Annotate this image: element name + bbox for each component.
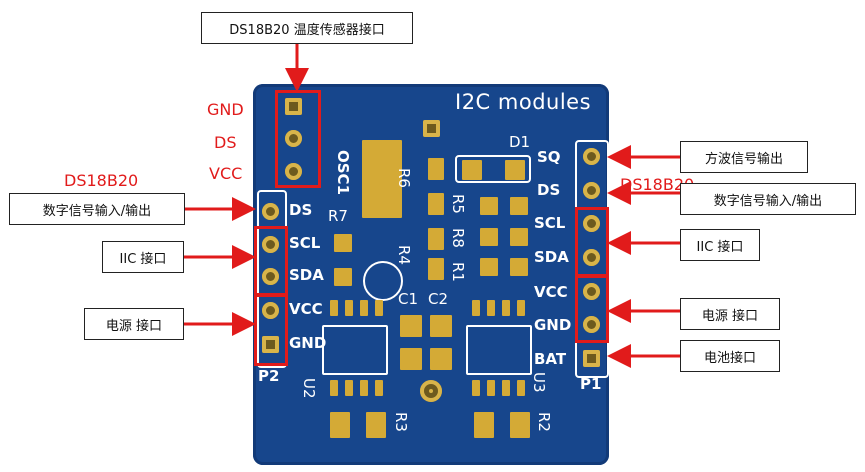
r8-pad-b: [428, 258, 444, 280]
r8b-pad-b: [510, 228, 528, 246]
p1-label-sda: SDA: [534, 248, 569, 266]
u2-chip-outline: [322, 325, 388, 375]
p1-pin-ds: [583, 182, 600, 199]
callout-iic-right: IIC 接口: [680, 229, 760, 261]
p2-name: P2: [258, 367, 280, 385]
p1-label-sq: SQ: [537, 148, 561, 166]
p1-pin-gnd: [583, 316, 600, 333]
ic-lead-pad: [375, 300, 383, 316]
p1-pin-sq: [583, 148, 600, 165]
r3-pad-b: [366, 412, 386, 438]
ic-lead-pad: [502, 300, 510, 316]
r6-pad-b: [428, 193, 444, 215]
p1-pin-sda: [583, 249, 600, 266]
ic-lead-pad: [502, 380, 510, 396]
r3-pad-a: [330, 412, 350, 438]
r7-pad-a: [334, 234, 352, 252]
ic-lead-pad: [517, 380, 525, 396]
c2-pad: [430, 315, 452, 337]
p1-name: P1: [580, 375, 602, 393]
callout-power-right: 电源 接口: [680, 298, 780, 330]
ds18b20-pin-gnd: [285, 98, 302, 115]
ic-lead-pad: [487, 300, 495, 316]
p1-label-gnd: GND: [534, 316, 572, 334]
p2-pin-scl: [262, 236, 279, 253]
label-gnd: GND: [207, 100, 244, 119]
p2-pin-vcc: [262, 302, 279, 319]
r7-pad-b: [334, 268, 352, 286]
ic-lead-pad: [360, 380, 368, 396]
ds18b20-pin-vcc: [285, 163, 302, 180]
p2-label-ds: DS: [289, 201, 313, 219]
ic-lead-pad: [345, 380, 353, 396]
c2-label: C2: [428, 290, 449, 308]
p1-pin-bat: [583, 350, 600, 367]
r5-pad-a: [480, 197, 498, 215]
board-title: I2C modules: [455, 90, 592, 114]
ds18b20-pin-ds: [285, 130, 302, 147]
p2-label-scl: SCL: [289, 234, 321, 252]
label-ds18b20-right: DS18B20: [620, 175, 695, 194]
ic-lead-pad: [375, 380, 383, 396]
c2-pad-b: [430, 348, 452, 370]
ic-lead-pad: [330, 300, 338, 316]
r6-pad-a: [428, 158, 444, 180]
test-pad: [423, 120, 440, 137]
callout-ds18b20-port: DS18B20 温度传感器接口: [201, 12, 413, 44]
ic-lead-pad: [345, 300, 353, 316]
p1-label-ds: DS: [537, 181, 561, 199]
p2-label-vcc: VCC: [289, 300, 323, 318]
callout-battery-port: 电池接口: [680, 340, 780, 372]
callout-digital-io-left: 数字信号输入/输出: [9, 193, 185, 225]
c1-pad-b: [400, 348, 422, 370]
r7-label: R7: [328, 207, 348, 225]
callout-digital-io-right: 数字信号输入/输出: [680, 183, 856, 215]
callout-iic-left: IIC 接口: [102, 241, 184, 273]
ic-lead-pad: [472, 380, 480, 396]
p2-label-gnd: GND: [289, 334, 327, 352]
p1-label-vcc: VCC: [534, 283, 568, 301]
ic-lead-pad: [472, 300, 480, 316]
p1-pin-vcc: [583, 283, 600, 300]
r2-pad-a: [474, 412, 494, 438]
r8-pad-a: [428, 228, 444, 250]
r1-pad-b: [510, 258, 528, 276]
p1-label-scl: SCL: [534, 214, 566, 232]
ic-lead-pad: [330, 380, 338, 396]
p2-pin-gnd: [262, 336, 279, 353]
r1-pad-a: [480, 258, 498, 276]
p1-label-bat: BAT: [534, 350, 567, 368]
d1-outline: [455, 155, 531, 183]
callout-square-wave-out: 方波信号输出: [680, 141, 808, 173]
round-component: [363, 261, 403, 301]
c1-pad: [400, 315, 422, 337]
r2-pad-b: [510, 412, 530, 438]
osc1-crystal: [362, 140, 402, 218]
d1-pad-b: [505, 160, 525, 180]
label-ds18b20-left: DS18B20: [64, 171, 139, 190]
p2-pin-ds: [262, 203, 279, 220]
label-vcc: VCC: [209, 164, 243, 183]
p1-pin-scl: [583, 215, 600, 232]
ic-lead-pad: [487, 380, 495, 396]
c1-label: C1: [398, 290, 419, 308]
d1-pad-a: [462, 160, 482, 180]
p2-label-sda: SDA: [289, 266, 324, 284]
u3-chip-outline: [466, 325, 532, 375]
callout-power-left: 电源 接口: [84, 308, 184, 340]
mounting-via: [420, 380, 442, 402]
p2-pin-sda: [262, 268, 279, 285]
ic-lead-pad: [517, 300, 525, 316]
label-ds: DS: [214, 133, 237, 152]
r5-pad-b: [510, 197, 528, 215]
d1-label: D1: [509, 133, 531, 151]
r8b-pad-a: [480, 228, 498, 246]
ic-lead-pad: [360, 300, 368, 316]
